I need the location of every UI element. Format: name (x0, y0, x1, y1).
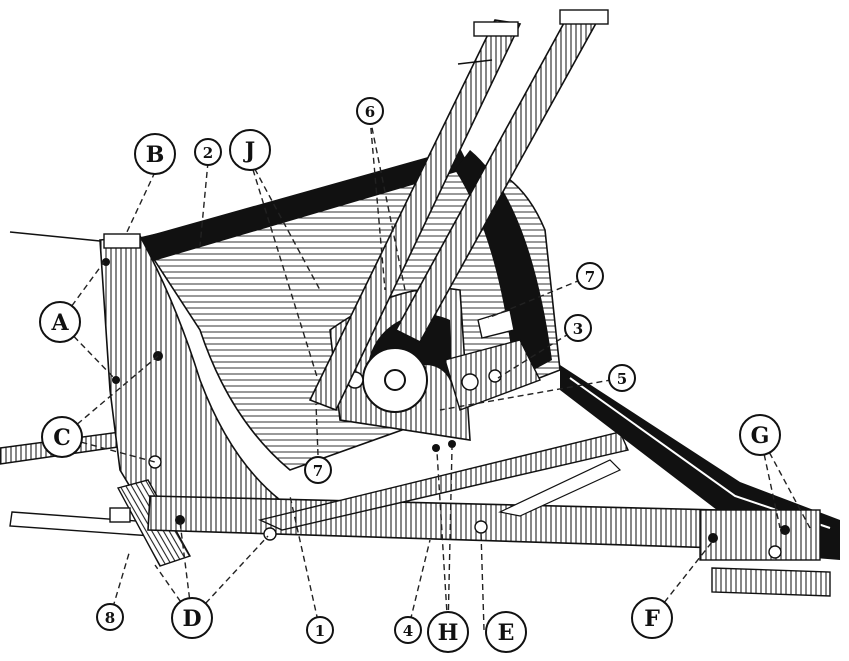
callout-J: J (229, 129, 271, 171)
callout-4: 4 (394, 616, 422, 644)
callout-B-label: B (146, 142, 165, 168)
callout-E: E (485, 611, 527, 653)
callout-C: C (41, 416, 83, 458)
linkage (444, 309, 541, 411)
callout-F-label: F (644, 606, 660, 632)
callout-3-label: 3 (573, 320, 583, 338)
callout-J-label: J (243, 138, 255, 164)
callout-7-left: 7 (304, 456, 332, 484)
callout-B: B (134, 133, 176, 175)
frame-bar (147, 431, 723, 549)
callout-G-label: G (751, 423, 770, 449)
callout-7-left-label: 7 (313, 462, 323, 480)
callout-5: 5 (608, 364, 636, 392)
right-arm (560, 365, 840, 597)
callout-H-label: H (438, 620, 459, 646)
callout-C-label: C (53, 425, 71, 451)
callout-1-label: 1 (315, 622, 325, 640)
callout-H: H (427, 611, 469, 653)
callout-8-label: 8 (105, 609, 115, 627)
callout-6: 6 (356, 97, 384, 125)
callout-D: D (171, 597, 213, 639)
callout-D-label: D (182, 606, 201, 632)
callout-E-label: E (498, 620, 515, 646)
callout-2: 2 (194, 138, 222, 166)
callout-2-label: 2 (203, 144, 213, 162)
callout-7-right: 7 (576, 262, 604, 290)
callout-F: F (631, 597, 673, 639)
lever-handles (308, 9, 609, 412)
callout-3: 3 (564, 314, 592, 342)
callout-5-label: 5 (617, 370, 627, 388)
callout-G: G (739, 414, 781, 456)
callout-A-label: A (50, 310, 69, 336)
callout-4-label: 4 (403, 622, 413, 640)
callout-7-right-label: 7 (585, 268, 595, 286)
callout-6-label: 6 (365, 103, 375, 121)
callout-A: A (39, 301, 81, 343)
callout-1: 1 (306, 616, 334, 644)
callout-8: 8 (96, 603, 124, 631)
